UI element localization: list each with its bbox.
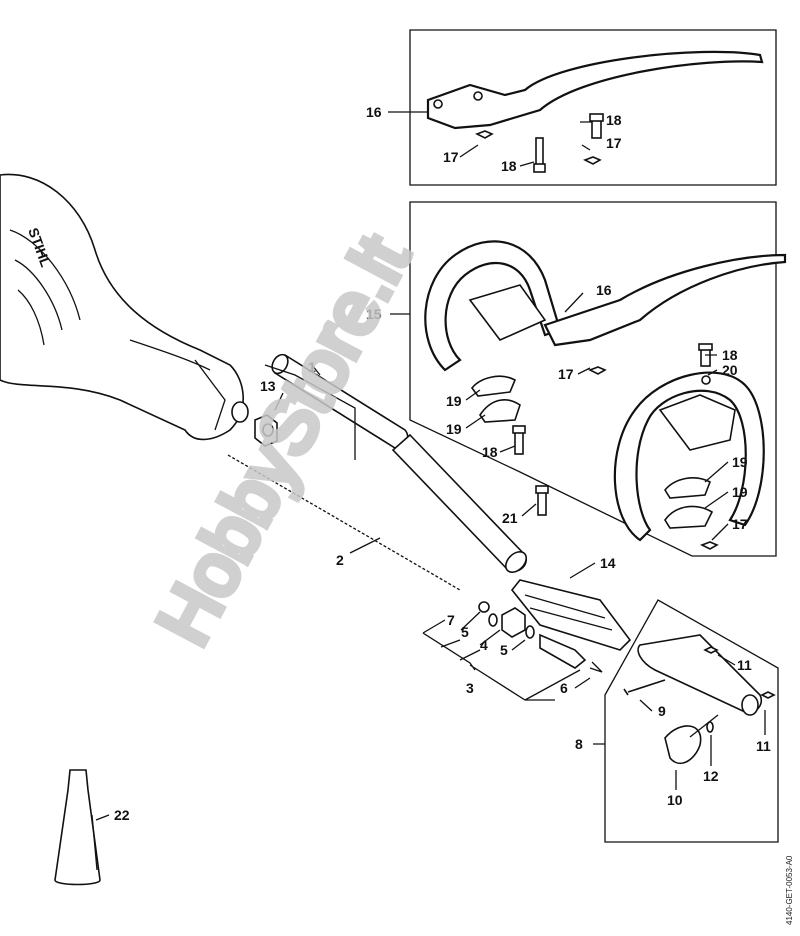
callout-17: 17 [443, 149, 459, 165]
callout-5: 5 [500, 642, 508, 658]
callout-2: 2 [336, 552, 344, 568]
callout-10: 10 [667, 792, 683, 808]
frame-handle-kit-15 [409, 201, 777, 557]
callout-9: 9 [658, 703, 666, 719]
frame-handle-kit-16 [409, 29, 777, 186]
callout-18: 18 [722, 347, 738, 363]
grease-tube-22 [54, 769, 101, 886]
callout-18: 18 [606, 112, 622, 128]
callout-17: 17 [732, 516, 748, 532]
callout-6: 6 [560, 680, 568, 696]
drive-tube-1 [254, 353, 527, 573]
callout-7: 7 [447, 612, 455, 628]
drawing-code: 4140-GET-0053-A0 [785, 855, 794, 925]
callout-15: 15 [366, 306, 382, 322]
callout-17: 17 [606, 135, 622, 151]
callout-16: 16 [596, 282, 612, 298]
clamp-8 [623, 634, 776, 764]
callout-20: 20 [722, 362, 738, 378]
callout-labels: 16 17 18 18 17 15 16 17 18 20 19 19 18 1… [114, 104, 771, 823]
callout-4: 4 [480, 637, 488, 653]
callout-22: 22 [114, 807, 130, 823]
callout-5: 5 [461, 624, 469, 640]
callout-16: 16 [366, 104, 382, 120]
leader-lines [95, 111, 766, 821]
spline-sleeve-14 [510, 579, 632, 651]
callout-19: 19 [446, 421, 462, 437]
callout-11: 11 [737, 657, 752, 673]
bearing-parts-3 [478, 601, 603, 673]
callout-18: 18 [482, 444, 498, 460]
callout-18: 18 [501, 158, 517, 174]
callout-19: 19 [446, 393, 462, 409]
handle-bar-16 [426, 50, 764, 173]
callout-19: 19 [732, 454, 748, 470]
callout-12: 12 [703, 768, 719, 784]
callout-19: 19 [732, 484, 748, 500]
callout-17: 17 [558, 366, 574, 382]
callout-11: 11 [756, 738, 771, 754]
callout-8: 8 [575, 736, 583, 752]
callout-3: 3 [466, 680, 474, 696]
callout-1: 1 [308, 359, 316, 375]
callout-21: 21 [502, 510, 518, 526]
loop-handle-15 [424, 240, 787, 550]
callout-13: 13 [260, 378, 276, 394]
frame-clamp-kit-8 [604, 599, 779, 843]
engine-housing: STIHL [0, 173, 249, 441]
callout-14: 14 [600, 555, 616, 571]
